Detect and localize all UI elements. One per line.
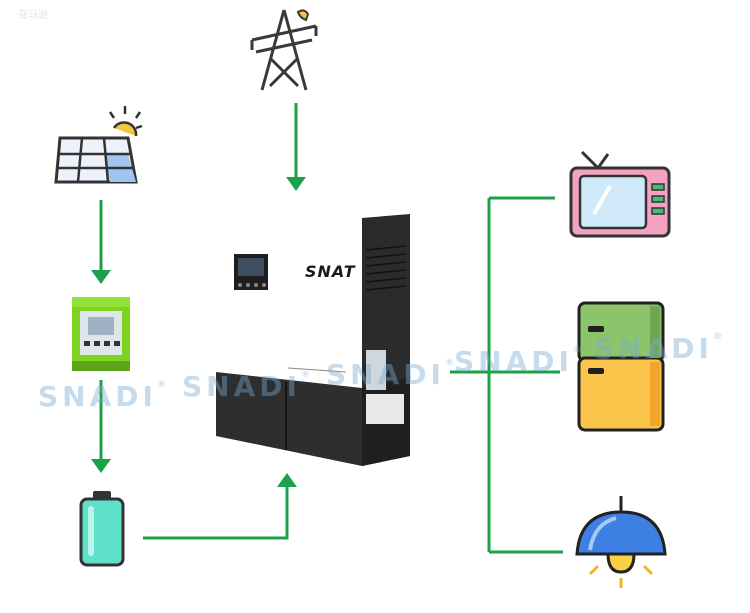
- arrow-down-icon: [286, 177, 306, 191]
- arrow-up-icon: [277, 473, 297, 487]
- arrow-down-icon: [91, 270, 111, 284]
- fridge-icon: [577, 301, 665, 432]
- inverter-icon: [216, 210, 410, 466]
- watermark-text: SNADI®: [182, 370, 310, 403]
- watermark-text: SNADI®: [454, 345, 582, 378]
- arrow-down-icon: [91, 459, 111, 473]
- solar-panel-icon: [54, 106, 143, 184]
- battery-to-inverter-line: [143, 486, 289, 540]
- charge-controller-icon: [72, 297, 130, 371]
- tv-icon: [569, 150, 671, 238]
- power-tower-icon: [250, 9, 318, 91]
- corner-text: 亚马逊: [18, 10, 48, 21]
- watermark-text: SNADI®: [38, 380, 166, 413]
- battery-icon: [79, 491, 125, 567]
- watermark-text: SNADI®: [594, 332, 722, 365]
- lamp-icon: [575, 496, 667, 588]
- watermark-text: SNADI®: [326, 358, 454, 391]
- inverter-brand-label: SNAT: [305, 262, 356, 281]
